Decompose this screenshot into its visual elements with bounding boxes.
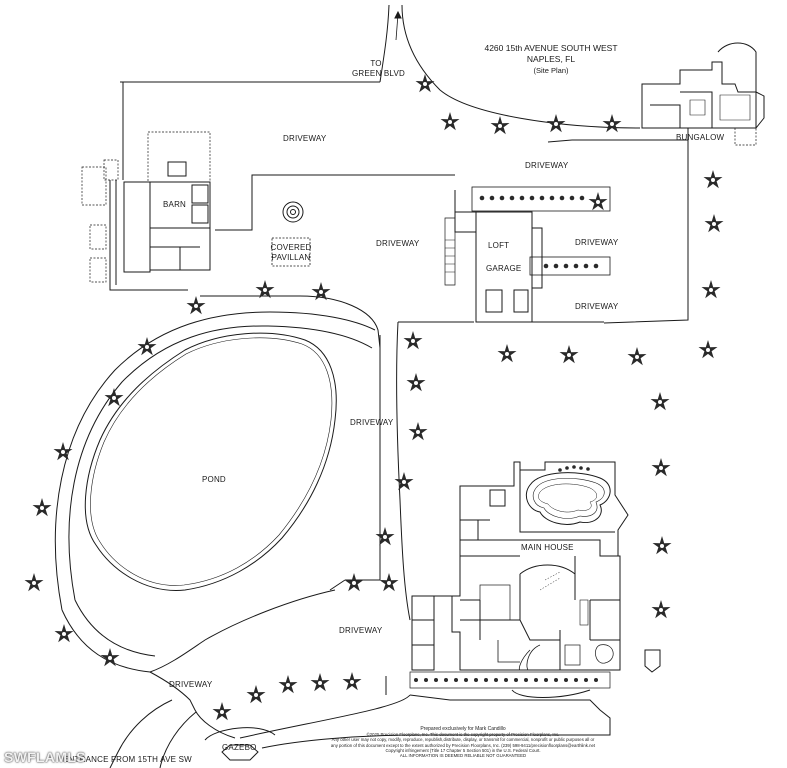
- site-plan-header: 4260 15th AVENUE SOUTH WEST NAPLES, FL (…: [466, 43, 636, 76]
- credit-line: any portion of this document except to t…: [330, 742, 596, 748]
- credit-line: Any other user may not copy, modify, rep…: [331, 737, 595, 743]
- label-driveway: DRIVEWAY: [575, 238, 619, 247]
- credit-line: ALL INFORMATION IS DEEMED RELIABLE NOT G…: [399, 753, 527, 759]
- driveway-outline: [120, 81, 689, 621]
- entrance-drive: [109, 671, 611, 768]
- palm-tree-icon: [246, 685, 266, 704]
- label-entrance: ENTRANCE FROM 15TH AVE SW: [63, 755, 192, 764]
- label-gazebo: GAZEBO: [222, 743, 257, 752]
- palm-tree-icon: [379, 573, 399, 592]
- watermark: SWFLAMLS: [4, 749, 86, 765]
- barn-outbuildings: [81, 159, 119, 283]
- palm-tree-icon: [310, 673, 330, 692]
- label-green-blvd: GREEN BLVD: [352, 69, 405, 78]
- label-driveway: DRIVEWAY: [169, 680, 213, 689]
- palm-tree-icon: [559, 345, 579, 364]
- label-driveway: DRIVEWAY: [525, 161, 569, 170]
- palm-tree-icon: [627, 347, 647, 366]
- label-pond: POND: [202, 475, 226, 484]
- loft-palms-side: [543, 263, 599, 269]
- label-loft: LOFT: [488, 241, 510, 250]
- outbuilding: [644, 649, 661, 673]
- palm-tree-icon: [186, 296, 206, 315]
- house-front-palms: [414, 678, 598, 682]
- label-main-house: MAIN HOUSE: [521, 543, 574, 552]
- label-pavillan: PAVILLAN: [271, 253, 311, 262]
- address: 4260 15th AVENUE SOUTH WEST: [484, 43, 618, 53]
- palm-tree-icon: [53, 442, 73, 461]
- palm-tree-icon: [415, 74, 435, 93]
- palm-tree-icon: [652, 536, 672, 555]
- palm-tree-icon: [602, 114, 622, 133]
- palm-tree-icon: [497, 344, 517, 363]
- palm-tree-icon: [406, 373, 426, 392]
- palm-tree-icon: [100, 648, 120, 667]
- palm-tree-icon: [698, 340, 718, 359]
- palm-tree-icon: [375, 527, 395, 546]
- gazebo: [204, 727, 276, 761]
- credit-line: Copyright infringement (Title 17 Chapter…: [385, 747, 541, 753]
- palm-tree-icon: [104, 388, 124, 407]
- label-driveway: DRIVEWAY: [283, 134, 327, 143]
- label-driveway: DRIVEWAY: [350, 418, 394, 427]
- label-barn: BARN: [163, 200, 187, 209]
- palm-tree-icon: [701, 280, 721, 299]
- palm-tree-icon: [394, 472, 414, 491]
- palm-tree-icon: [344, 573, 364, 592]
- palm-tree-icon: [278, 675, 298, 694]
- palm-tree-icon: [255, 280, 275, 299]
- access-road: [379, 4, 641, 129]
- label-covered: COVERED: [270, 243, 312, 252]
- palm-tree-icon: [651, 600, 671, 619]
- palm-tree-icon: [588, 192, 608, 211]
- pond: [84, 332, 337, 591]
- city: NAPLES, FL: [526, 54, 576, 64]
- subtitle: (Site Plan): [533, 66, 569, 75]
- palm-tree-icon: [212, 702, 232, 721]
- palm-tree-icon: [403, 331, 423, 350]
- covered-pavilion: [271, 201, 311, 267]
- palm-tree-icon: [24, 573, 44, 592]
- credit-line: Prepared exclusively for Mark Candillo: [420, 726, 506, 732]
- palm-trees: [24, 74, 724, 721]
- label-garage: GARAGE: [486, 264, 522, 273]
- palm-tree-icon: [342, 672, 362, 691]
- main-house: [409, 461, 629, 689]
- label-to: TO: [370, 59, 382, 68]
- label-driveway: DRIVEWAY: [575, 302, 619, 311]
- palm-tree-icon: [704, 214, 724, 233]
- pool-palms: [558, 465, 590, 472]
- palm-tree-icon: [703, 170, 723, 189]
- bungalow: [641, 42, 765, 146]
- barn: [109, 131, 211, 291]
- credit-line: ©2025 Precision Floorplans, Inc. This do…: [366, 732, 560, 738]
- palm-tree-icon: [651, 458, 671, 477]
- palm-tree-icon: [32, 498, 52, 517]
- label-driveway: DRIVEWAY: [376, 239, 420, 248]
- pond-walk: [54, 311, 376, 673]
- copyright-notice: Prepared exclusively for Mark Candillo ©…: [318, 726, 608, 759]
- label-driveway: DRIVEWAY: [339, 626, 383, 635]
- loft-palms-top: [479, 195, 585, 201]
- palm-tree-icon: [490, 116, 510, 135]
- loft-garage: [444, 186, 611, 323]
- label-bungalow: BUNGALOW: [676, 133, 725, 142]
- palm-tree-icon: [408, 422, 428, 441]
- palm-tree-icon: [440, 112, 460, 131]
- palm-rows: [414, 195, 599, 682]
- palm-tree-icon: [650, 392, 670, 411]
